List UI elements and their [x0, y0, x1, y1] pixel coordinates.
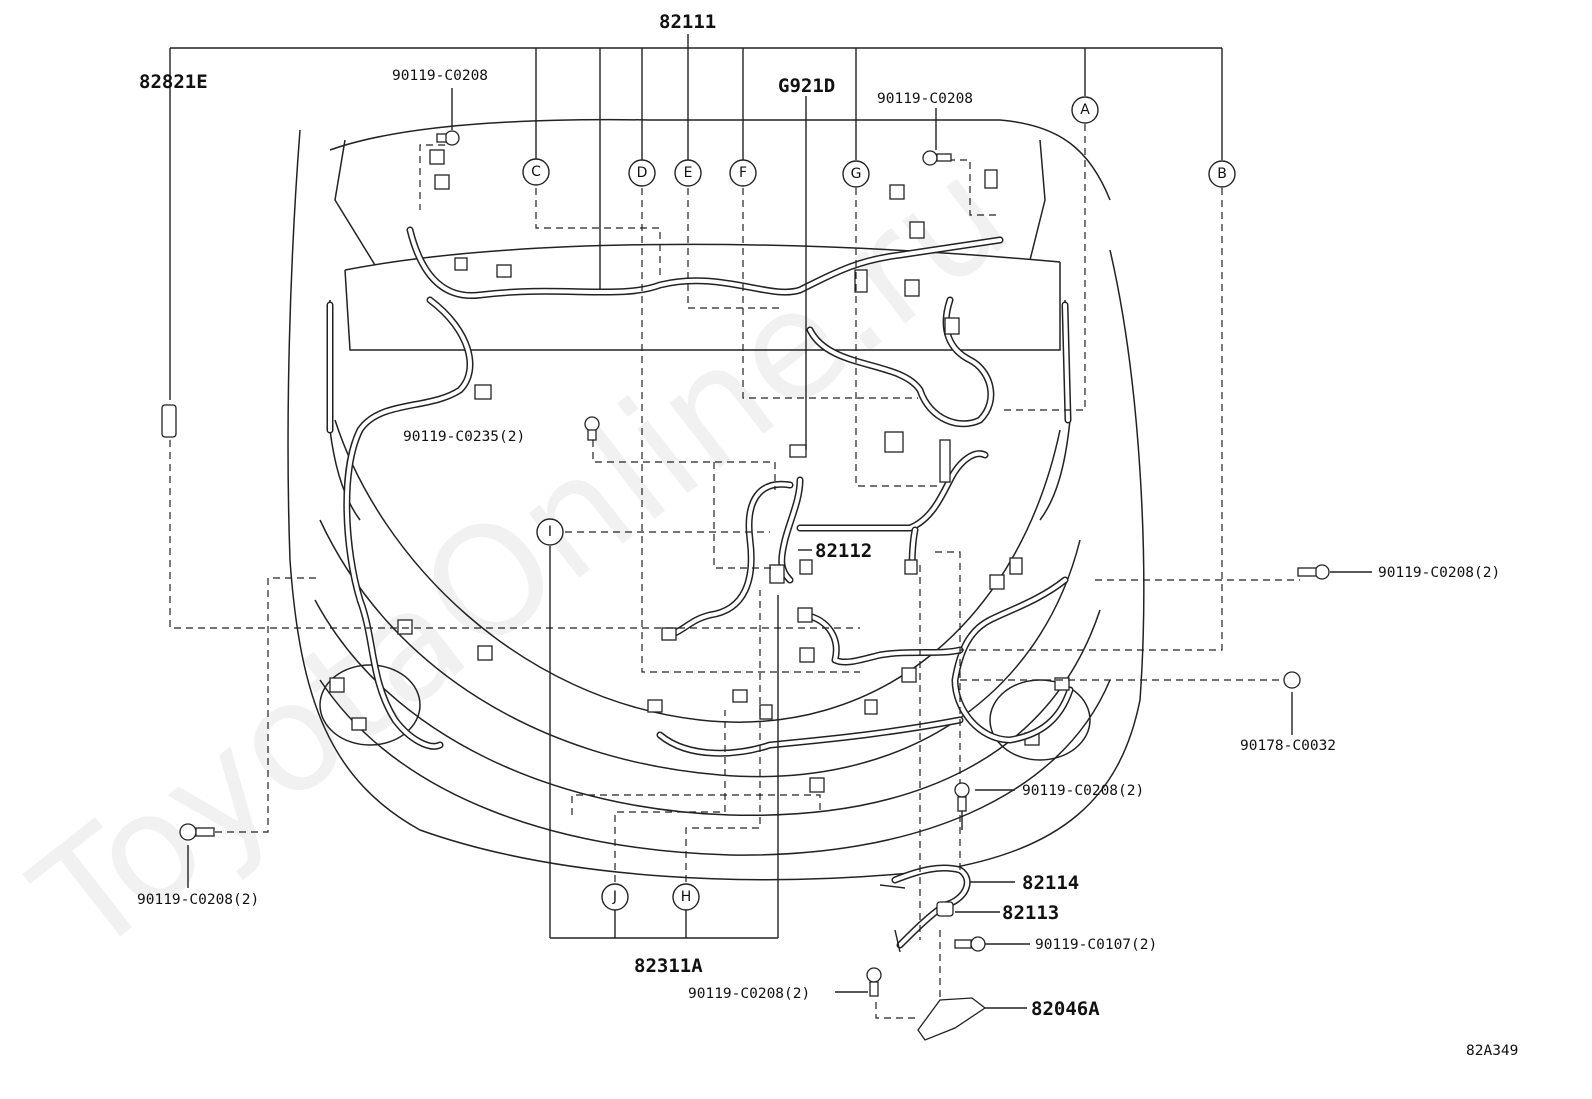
circle-letter-D: D	[628, 159, 656, 187]
label-82821E: 82821E	[139, 71, 208, 93]
label-82114: 82114	[1022, 872, 1079, 894]
svg-text:G: G	[851, 166, 862, 182]
circle-letter-C: C	[522, 158, 550, 186]
circle-letter-A: A	[1071, 96, 1099, 124]
svg-text:B: B	[1217, 166, 1227, 182]
label-bolt-center: 90119-C0235(2)	[403, 429, 525, 445]
svg-text:C: C	[531, 164, 541, 180]
circle-letter-G: G	[842, 160, 870, 188]
circle-letter-F: F	[729, 159, 757, 187]
circle-letter-H: H	[672, 883, 700, 911]
wire-harness	[326, 226, 1074, 949]
circle-letter-B: B	[1208, 160, 1236, 188]
svg-text:D: D	[637, 165, 648, 181]
svg-text:J: J	[612, 889, 617, 905]
label-82111: 82111	[659, 11, 716, 33]
label-82311A: 82311A	[634, 955, 703, 977]
svg-text:H: H	[681, 889, 692, 905]
circle-letter-E: E	[674, 159, 702, 187]
label-bolt-top-right: 90119-C0208	[877, 91, 973, 107]
label-bolt-lower-right: 90119-C0208(2)	[1022, 783, 1144, 799]
figure-code: 82A349	[1466, 1043, 1518, 1059]
label-bolt-0107: 90119-C0107(2)	[1035, 937, 1157, 953]
part-labels: 82111 82821E G921D 82112 82311A 82114 82…	[137, 11, 1518, 1059]
svg-text:F: F	[739, 165, 747, 181]
label-bolt-left-bottom: 90119-C0208(2)	[137, 892, 259, 908]
svg-text:I: I	[548, 524, 552, 540]
label-82046A: 82046A	[1031, 998, 1100, 1020]
label-bolt-top-left: 90119-C0208	[392, 68, 488, 84]
fasteners	[161, 130, 1330, 1041]
circle-letter-J: J	[601, 883, 629, 911]
svg-text:A: A	[1080, 102, 1090, 118]
label-bolt-bracket: 90119-C0208(2)	[688, 986, 810, 1002]
label-82112: 82112	[815, 540, 872, 562]
label-clip-right: 90178-C0032	[1240, 738, 1336, 754]
label-bolt-right: 90119-C0208(2)	[1378, 565, 1500, 581]
leader-lines	[169, 34, 1372, 1019]
connectors	[329, 149, 1070, 793]
svg-text:E: E	[684, 165, 693, 181]
label-82113: 82113	[1002, 902, 1059, 924]
circle-letter-I: I	[536, 518, 564, 546]
label-G921D: G921D	[778, 75, 835, 97]
